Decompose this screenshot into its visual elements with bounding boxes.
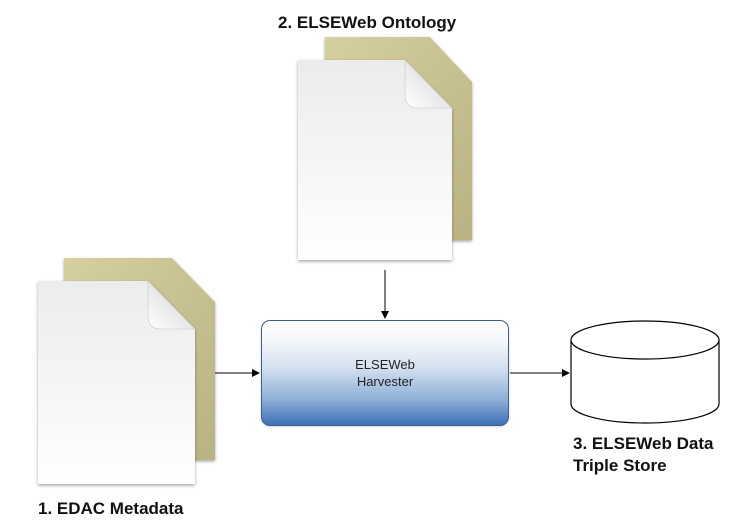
- harvester-box: ELSEWeb Harvester: [261, 320, 509, 426]
- edac-label: 1. EDAC Metadata: [38, 499, 184, 518]
- triple-store-cylinder-icon: [570, 320, 720, 424]
- ontology-label: 2. ELSEWeb Ontology: [278, 13, 457, 32]
- ontology-document-icon: [298, 37, 472, 260]
- harvester-label-line2: Harvester: [356, 374, 414, 389]
- edac-document-icon: [38, 258, 215, 484]
- triple-store-label: 3. ELSEWeb Data Triple Store: [573, 433, 713, 477]
- triple-store-label-line2: Triple Store: [573, 456, 667, 475]
- triple-store-label-line1: 3. ELSEWeb Data: [573, 434, 714, 453]
- harvester-label-line1: ELSEWeb: [355, 357, 415, 372]
